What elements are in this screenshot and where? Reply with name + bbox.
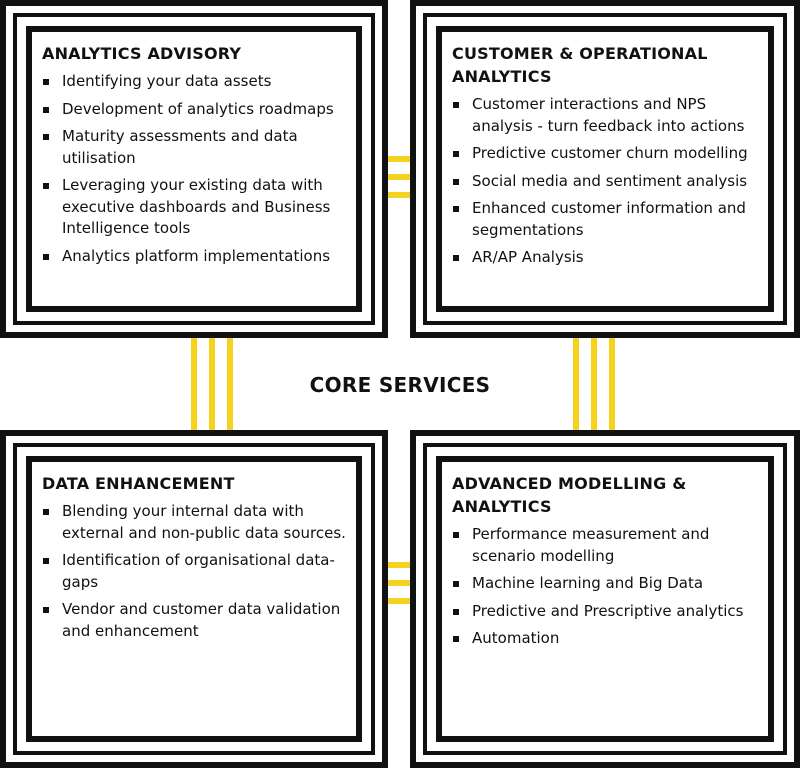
item-list: Identifying your data assets Development…: [42, 71, 346, 267]
connector-left: [209, 336, 215, 432]
box-title: DATA ENHANCEMENT: [42, 474, 235, 493]
box-title: ADVANCED MODELLING & ANALYTICS: [452, 474, 687, 516]
connector-top: [386, 156, 412, 162]
item-list: Customer interactions and NPS analysis -…: [452, 94, 758, 269]
list-item: Development of analytics roadmaps: [42, 99, 346, 121]
list-item: Social media and sentiment analysis: [452, 171, 758, 193]
service-box-advanced-modelling-analytics: ADVANCED MODELLING & ANALYTICS Performan…: [410, 430, 800, 768]
bullet-icon: [43, 134, 49, 140]
list-item: Enhanced customer information and segmen…: [452, 198, 758, 241]
connector-right: [591, 336, 597, 432]
bullet-icon: [453, 178, 459, 185]
connector-right: [609, 336, 615, 432]
connector-left: [227, 336, 233, 432]
bullet-icon: [453, 151, 459, 157]
bullet-icon: [453, 608, 459, 615]
bullet-icon: [453, 255, 459, 261]
list-item: Machine learning and Big Data: [452, 573, 758, 595]
bullet-icon: [43, 509, 49, 515]
list-item: Leveraging your existing data with execu…: [42, 175, 346, 240]
item-list: Performance measurement and scenario mod…: [452, 524, 758, 650]
bullet-icon: [453, 581, 459, 587]
connector-top: [386, 174, 412, 180]
connector-top: [386, 192, 412, 198]
bullet-icon: [43, 253, 49, 260]
bullet-icon: [43, 183, 49, 189]
list-item: Performance measurement and scenario mod…: [452, 524, 758, 567]
list-item: Maturity assessments and data utilisatio…: [42, 126, 346, 169]
service-box-customer-operational-analytics: CUSTOMER & OPERATIONAL ANALYTICS Custome…: [410, 0, 800, 338]
service-box-data-enhancement: DATA ENHANCEMENT Blending your internal …: [0, 430, 388, 768]
list-item: Identification of organisational data-ga…: [42, 550, 346, 593]
item-list: Blending your internal data with externa…: [42, 501, 346, 642]
connector-bottom: [386, 562, 412, 568]
bullet-icon: [43, 106, 49, 113]
list-item: Automation: [452, 628, 758, 650]
connector-right: [573, 336, 579, 432]
connector-bottom: [386, 598, 412, 604]
list-item: Vendor and customer data validation and …: [42, 599, 346, 642]
connector-left: [191, 336, 197, 432]
list-item: Blending your internal data with externa…: [42, 501, 346, 544]
bullet-icon: [453, 206, 459, 212]
box-title: CUSTOMER & OPERATIONAL ANALYTICS: [452, 44, 708, 86]
box-inner-frame: ADVANCED MODELLING & ANALYTICS Performan…: [436, 456, 774, 742]
list-item: Customer interactions and NPS analysis -…: [452, 94, 758, 137]
bullet-icon: [453, 532, 459, 538]
list-item: Analytics platform implementations: [42, 246, 346, 268]
center-title: CORE SERVICES: [309, 373, 491, 397]
bullet-icon: [43, 607, 49, 613]
bullet-icon: [453, 102, 459, 108]
box-title: ANALYTICS ADVISORY: [42, 44, 242, 63]
bullet-icon: [43, 79, 49, 85]
service-box-analytics-advisory: ANALYTICS ADVISORY Identifying your data…: [0, 0, 388, 338]
list-item: Identifying your data assets: [42, 71, 346, 93]
list-item: AR/AP Analysis: [452, 247, 758, 269]
connector-bottom: [386, 580, 412, 586]
box-inner-frame: ANALYTICS ADVISORY Identifying your data…: [26, 26, 362, 312]
box-inner-frame: CUSTOMER & OPERATIONAL ANALYTICS Custome…: [436, 26, 774, 312]
list-item: Predictive and Prescriptive analytics: [452, 601, 758, 623]
box-inner-frame: DATA ENHANCEMENT Blending your internal …: [26, 456, 362, 742]
bullet-icon: [453, 636, 459, 642]
bullet-icon: [43, 558, 49, 564]
list-item: Predictive customer churn modelling: [452, 143, 758, 165]
